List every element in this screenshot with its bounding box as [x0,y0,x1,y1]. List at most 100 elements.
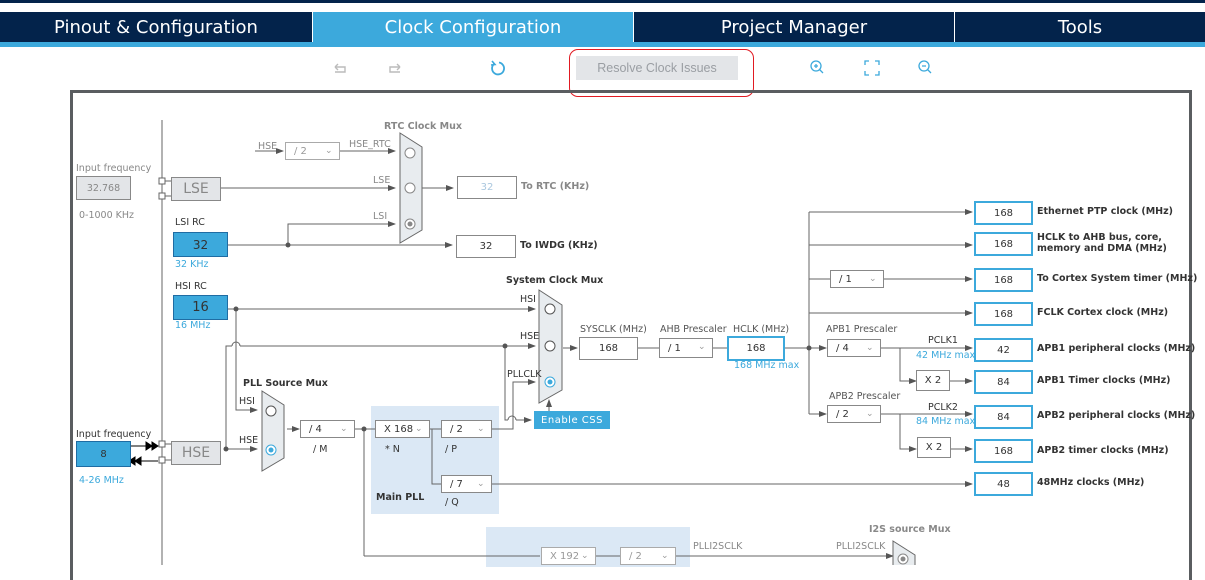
output-hclk-ahb-label-2: memory and DMA (MHz) [1037,243,1167,254]
ahb-prescaler[interactable]: / 1 ⌄ [659,338,713,358]
zoom-out-icon[interactable] [916,58,936,78]
plli2s-r-value: / 2 [629,550,642,562]
plli2sclk-label: PLLI2SCLK [693,541,743,552]
pll-m-divider[interactable]: / 4 ⌄ [300,420,355,438]
hsi-value: 16 [173,295,228,320]
chevron-down-icon: ⌄ [581,551,589,561]
zoom-in-icon[interactable] [808,58,828,78]
output-ethernet-ptp-value[interactable]: 168 [974,201,1033,225]
refresh-icon[interactable] [488,58,508,78]
tab-project-manager[interactable]: Project Manager [634,12,955,42]
rtc-output-value: 32 [457,176,517,199]
apb1-prescaler-value: / 4 [836,342,849,354]
hsi-title: HSI RC [175,281,207,292]
apb2-prescaler[interactable]: / 2⌄ [827,405,881,423]
fit-to-screen-icon[interactable] [862,58,882,78]
lse-input-frequency[interactable]: 32.768 [76,176,131,200]
output-apb1-timer-value[interactable]: 84 [974,370,1033,394]
main-tabs: Pinout & Configuration Clock Configurati… [0,12,1205,42]
pll-p-value: / 2 [450,423,463,435]
clock-wiring [128,120,973,565]
plli2s-n-multiplier[interactable]: X 192⌄ [541,547,596,565]
rtc-hse-divider-value: / 2 [294,145,307,157]
output-fclk-value[interactable]: 168 [974,302,1033,326]
apb1-timer-multiplier: X 2 [916,370,950,391]
output-hclk-ahb-label: HCLK to AHB bus, core, [1037,232,1162,243]
rtc-mux-hse-radio [404,147,416,159]
resolve-clock-issues-button[interactable]: Resolve Clock Issues [576,56,738,80]
title-bar-strip [0,0,1205,3]
output-apb1-peripheral-value[interactable]: 42 [974,338,1033,362]
pclk2-label: PCLK2 [928,402,958,413]
sys-mux-hsi-label: HSI [520,294,536,305]
output-ethernet-ptp-label: Ethernet PTP clock (MHz) [1037,206,1173,217]
sysclk-value[interactable]: 168 [579,337,638,360]
system-clock-mux-title: System Clock Mux [506,275,604,286]
rtc-output-label: To RTC (KHz) [521,181,590,192]
apb2-timer-multiplier: X 2 [917,437,951,458]
sys-mux-hsi-radio [544,303,556,315]
hse-range: 4-26 MHz [79,475,124,486]
chevron-down-icon: ⌄ [325,146,333,156]
pclk1-label: PCLK1 [928,335,958,346]
pll-q-label: / Q [445,497,459,508]
enable-css-button[interactable]: Enable CSS [534,411,610,429]
output-apb2-peripheral-value[interactable]: 84 [974,405,1033,429]
rtc-lse-label: LSE [373,175,391,186]
redo-icon[interactable] [384,58,404,78]
ahb-prescaler-value: / 1 [668,342,681,354]
main-pll-title: Main PLL [376,492,425,503]
pll-m-value: / 4 [309,423,322,435]
hclk-value[interactable]: 168 [727,336,785,361]
pll-mux-hsi-radio [265,405,277,417]
rtc-hse-divider[interactable]: / 2 ⌄ [285,142,340,160]
pll-source-mux-title: PLL Source Mux [243,378,328,389]
chevron-down-icon: ⌄ [340,424,348,434]
tab-pinout-configuration[interactable]: Pinout & Configuration [0,12,313,42]
pll-source-mux [261,390,285,472]
cortex-timer-divider[interactable]: / 1⌄ [830,270,884,288]
pclk2-max: 84 MHz max [916,416,976,427]
rtc-mux-title: RTC Clock Mux [384,121,463,132]
rtc-hse-label: HSE [258,141,278,152]
output-hclk-ahb-value[interactable]: 168 [974,232,1033,256]
output-48mhz-label: 48MHz clocks (MHz) [1037,477,1145,488]
clock-diagram-canvas [70,90,1192,580]
chevron-down-icon: ⌄ [477,424,485,434]
hse-input-frequency[interactable]: 8 [76,441,131,467]
apb1-prescaler-label: APB1 Prescaler [826,324,898,335]
output-apb1-timer-label: APB1 Timer clocks (MHz) [1037,375,1171,386]
i2s-source-mux-title: I2S source Mux [869,524,951,535]
pll-n-multiplier[interactable]: X 168⌄ [375,420,430,438]
chevron-down-icon: ⌄ [477,479,485,489]
plli2s-r-divider[interactable]: / 2 ⌄ [620,547,676,565]
output-apb2-peripheral-label: APB2 peripheral clocks (MHz) [1037,410,1196,421]
output-apb2-timer-value[interactable]: 168 [974,439,1033,463]
output-apb2-timer-label: APB2 timer clocks (MHz) [1037,445,1169,456]
rtc-mux-lse-radio [404,182,416,194]
apb1-prescaler[interactable]: / 4⌄ [827,339,881,357]
sys-mux-hse-label: HSE [520,331,540,342]
pll-q-divider[interactable]: / 7 ⌄ [441,475,492,493]
pll-p-label: / P [445,444,457,455]
pll-q-value: / 7 [450,478,463,490]
sysclk-label: SYSCLK (MHz) [580,324,647,335]
undo-icon[interactable] [331,58,351,78]
chevron-down-icon: ⌄ [866,409,874,419]
rtc-lsi-label: LSI [373,211,388,222]
apb2-prescaler-label: APB2 Prescaler [829,391,901,402]
chevron-down-icon: ⌄ [661,551,669,561]
lsi-title: LSI RC [175,217,205,228]
plli2s-n-value: X 192 [550,550,580,562]
pll-p-divider[interactable]: / 2 ⌄ [441,420,492,438]
pclk1-max: 42 MHz max [916,350,976,361]
pll-source-hse-label: HSE [239,435,259,446]
rtc-hse-rtc-label: HSE_RTC [349,139,391,150]
tab-tools[interactable]: Tools [1057,16,1103,38]
tab-clock-configuration[interactable]: Clock Configuration [313,12,634,42]
chevron-down-icon: ⌄ [698,342,706,352]
i2s-mux-input-label: PLLI2SCLK [836,541,886,552]
output-cortex-timer-value[interactable]: 168 [974,268,1033,292]
output-fclk-label: FCLK Cortex clock (MHz) [1037,307,1169,318]
output-48mhz-value[interactable]: 48 [974,472,1033,496]
